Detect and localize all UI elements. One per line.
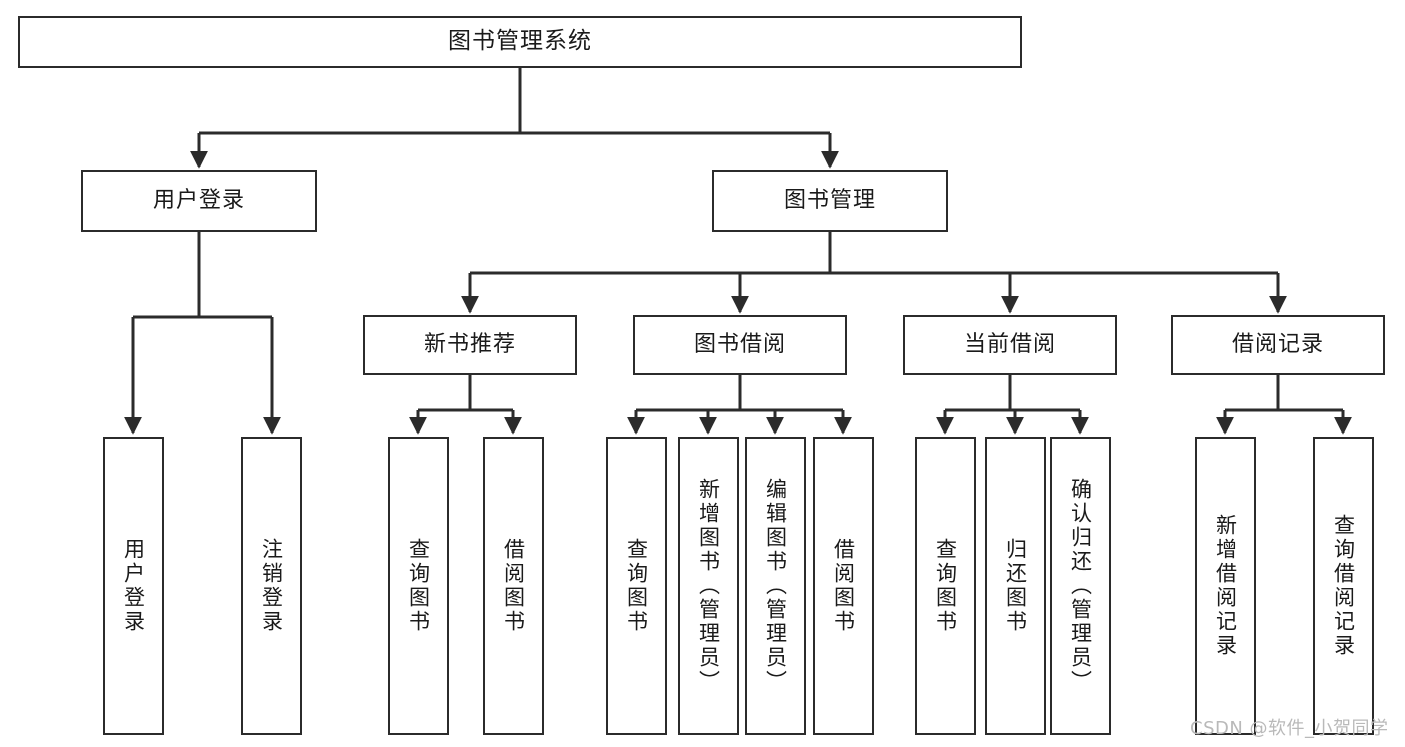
node-book-manage-label: 图书管理	[783, 187, 876, 213]
node-leaf-add-book-label: 新增图书（管理员）	[696, 478, 721, 694]
node-leaf-user-login-label: 用户登录	[121, 538, 146, 634]
node-leaf-user-login[interactable]: 用户登录	[103, 437, 164, 735]
node-book-borrow-label: 图书借阅	[693, 331, 786, 357]
node-leaf-borrow-book-1[interactable]: 借阅图书	[483, 437, 544, 735]
node-borrow-record[interactable]: 借阅记录	[1171, 315, 1385, 375]
csdn-watermark: CSDN @软件_小贺同学	[1190, 718, 1389, 739]
node-leaf-user-logout-label: 注销登录	[259, 538, 284, 634]
node-leaf-user-logout[interactable]: 注销登录	[241, 437, 302, 735]
node-leaf-edit-book[interactable]: 编辑图书（管理员）	[745, 437, 806, 735]
node-leaf-query-book-2[interactable]: 查询图书	[606, 437, 667, 735]
node-leaf-borrow-book-2[interactable]: 借阅图书	[813, 437, 874, 735]
node-new-book-recommend-label: 新书推荐	[423, 331, 516, 357]
node-leaf-borrow-book-1-label: 借阅图书	[501, 538, 526, 634]
node-leaf-query-book-1[interactable]: 查询图书	[388, 437, 449, 735]
node-leaf-query-book-3[interactable]: 查询图书	[915, 437, 976, 735]
node-root[interactable]: 图书管理系统	[18, 16, 1022, 68]
node-leaf-edit-book-label: 编辑图书（管理员）	[763, 478, 788, 694]
node-leaf-query-book-2-label: 查询图书	[624, 538, 649, 634]
node-book-manage[interactable]: 图书管理	[712, 170, 948, 232]
node-leaf-query-record[interactable]: 查询借阅记录	[1313, 437, 1374, 735]
node-leaf-query-book-1-label: 查询图书	[406, 538, 431, 634]
node-current-borrow-label: 当前借阅	[963, 331, 1056, 357]
node-leaf-query-book-3-label: 查询图书	[933, 538, 958, 634]
node-new-book-recommend[interactable]: 新书推荐	[363, 315, 577, 375]
node-leaf-confirm-return-label: 确认归还（管理员）	[1068, 478, 1093, 694]
node-leaf-return-book[interactable]: 归还图书	[985, 437, 1046, 735]
node-borrow-record-label: 借阅记录	[1231, 331, 1324, 357]
node-leaf-add-record[interactable]: 新增借阅记录	[1195, 437, 1256, 735]
node-leaf-borrow-book-2-label: 借阅图书	[831, 538, 856, 634]
node-user-login[interactable]: 用户登录	[81, 170, 317, 232]
node-leaf-add-book[interactable]: 新增图书（管理员）	[678, 437, 739, 735]
node-root-label: 图书管理系统	[448, 28, 592, 55]
node-user-login-label: 用户登录	[152, 187, 245, 213]
node-leaf-add-record-label: 新增借阅记录	[1213, 514, 1238, 658]
node-current-borrow[interactable]: 当前借阅	[903, 315, 1117, 375]
node-leaf-query-record-label: 查询借阅记录	[1331, 514, 1356, 658]
node-leaf-confirm-return[interactable]: 确认归还（管理员）	[1050, 437, 1111, 735]
node-leaf-return-book-label: 归还图书	[1003, 538, 1028, 634]
node-book-borrow[interactable]: 图书借阅	[633, 315, 847, 375]
